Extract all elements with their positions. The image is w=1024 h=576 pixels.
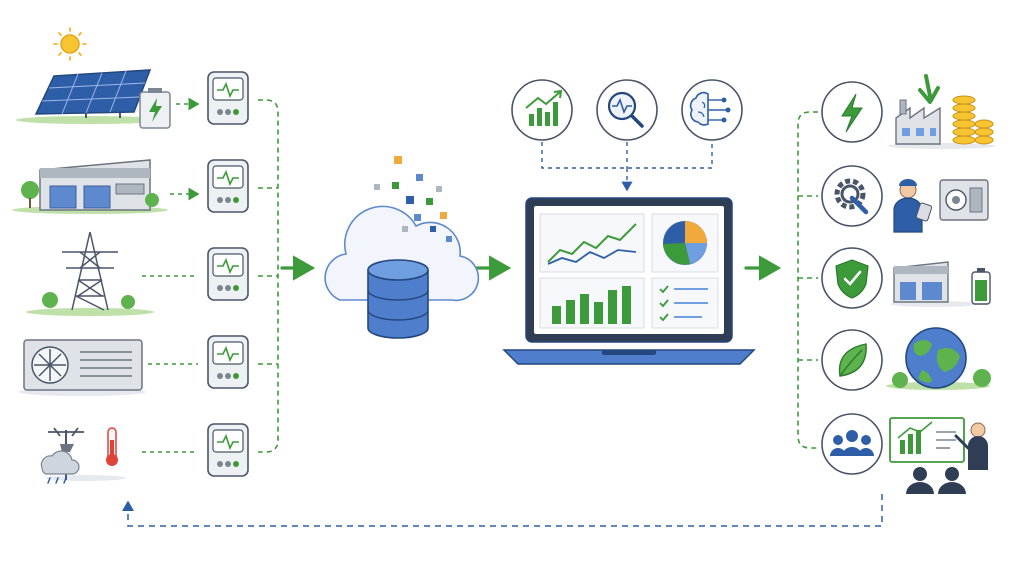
leaf-icon [821,329,883,391]
outcome-bracket [797,111,818,449]
dashboard-bar-chart [539,277,645,329]
factory-cost-savings-icon [888,74,996,149]
smart-meter-icon [207,247,249,301]
shield-check-icon [821,247,883,309]
dashboard-line-chart [539,213,645,273]
hvac-unit-icon [18,339,146,396]
meter-collector-bracket [258,99,279,453]
feedback-loop [122,494,883,527]
source-to-meter-links [142,97,200,453]
ai-brain-icon [681,79,743,141]
database-cylinder [367,259,429,339]
laptop-dashboard-icon [502,197,756,365]
people-group-icon [821,413,883,475]
gear-wrench-icon [821,165,883,227]
commercial-building-icon [12,159,168,214]
analytics-row [511,79,743,141]
technician-maintenance-icon [893,179,989,233]
sources-column [12,27,171,484]
globe-sustainability-icon [886,327,991,390]
cloud-database-icon [324,156,480,339]
meters-column [207,71,249,477]
smart-meter-icon [207,159,249,213]
building-battery-icon [890,261,991,307]
dashboard-checklist [651,277,719,329]
solar-panel-battery-icon [16,27,171,129]
coin-stack [952,95,994,145]
smart-meter-icon [207,423,249,477]
weather-station-icon [40,427,126,484]
magnifier-pulse-icon [596,79,658,141]
data-pixels [374,156,452,242]
connectors [122,97,883,527]
lightning-icon [821,81,883,143]
power-transmission-tower-icon [26,231,154,316]
dashboard-pie-chart [651,213,719,273]
presentation-audience-icon [889,417,988,494]
smart-meter-icon [207,335,249,389]
outcomes-column [821,74,996,494]
analytics-bracket [541,142,713,192]
smart-meter-icon [207,71,249,125]
trend-chart-icon [511,79,573,141]
